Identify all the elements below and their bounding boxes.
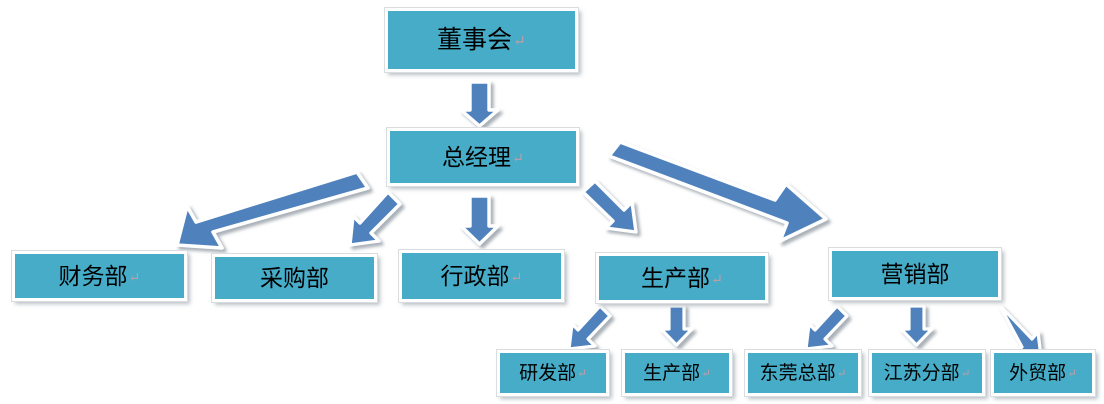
node-general-manager[interactable]: 总经理↵ [386, 127, 580, 187]
node-jiangsu-branch-label: 江苏分部↵ [883, 362, 971, 384]
node-production-sub-dept[interactable]: 生产部↵ [621, 349, 733, 397]
pilcrow-mark: ↵ [701, 367, 711, 381]
node-finance-dept[interactable]: 财务部↵ [11, 250, 188, 302]
node-foreign-trade-dept-label: 外贸部↵ [1009, 362, 1077, 384]
node-general-manager-label: 总经理↵ [442, 144, 524, 170]
pilcrow-mark: ↵ [512, 150, 524, 167]
node-purchasing-dept[interactable]: 采购部 [211, 253, 378, 303]
node-rnd-dept[interactable]: 研发部↵ [496, 349, 610, 397]
pilcrow-mark: ↵ [836, 367, 847, 381]
pilcrow-mark: ↵ [513, 32, 526, 50]
arrow-gm-to-admin [459, 194, 500, 246]
arrow-gm-to-purchasing [348, 190, 402, 247]
pilcrow-mark: ↵ [577, 367, 587, 381]
node-jiangsu-branch[interactable]: 江苏分部↵ [868, 349, 986, 397]
node-dongguan-hq[interactable]: 东莞总部↵ [744, 349, 862, 397]
node-purchasing-dept-label: 采购部 [260, 265, 329, 291]
node-admin-dept[interactable]: 行政部↵ [398, 249, 565, 303]
arrow-gm-to-marketing [607, 140, 828, 243]
node-rnd-dept-label: 研发部↵ [519, 362, 587, 384]
pilcrow-mark: ↵ [711, 271, 723, 288]
node-foreign-trade-dept[interactable]: 外贸部↵ [990, 349, 1096, 397]
arrow-marketing-to-dongguan [804, 304, 849, 351]
arrow-gm-to-production [581, 179, 638, 234]
node-marketing-dept-label: 营销部 [880, 261, 950, 287]
node-board-label: 董事会↵ [436, 26, 526, 54]
pilcrow-mark: ↵ [1067, 367, 1077, 381]
arrow-gm-to-finance [175, 170, 370, 250]
pilcrow-mark: ↵ [510, 269, 523, 286]
node-finance-dept-label: 财务部↵ [58, 263, 141, 289]
arrow-board-to-gm [459, 80, 500, 128]
node-production-sub-dept-label: 生产部↵ [643, 362, 711, 384]
pilcrow-mark: ↵ [960, 367, 971, 381]
node-board[interactable]: 董事会↵ [384, 7, 579, 73]
arrow-production-to-rnd [567, 304, 612, 351]
arrow-production-to-production2 [659, 304, 694, 347]
node-admin-dept-label: 行政部↵ [440, 263, 523, 289]
node-production-dept[interactable]: 生产部↵ [595, 252, 769, 304]
arrow-marketing-to-jiangsu [899, 304, 934, 347]
node-dongguan-hq-label: 东莞总部↵ [759, 362, 847, 384]
node-marketing-dept[interactable]: 营销部 [828, 247, 1002, 301]
pilcrow-mark: ↵ [128, 269, 141, 286]
node-production-dept-label: 生产部↵ [641, 265, 723, 291]
